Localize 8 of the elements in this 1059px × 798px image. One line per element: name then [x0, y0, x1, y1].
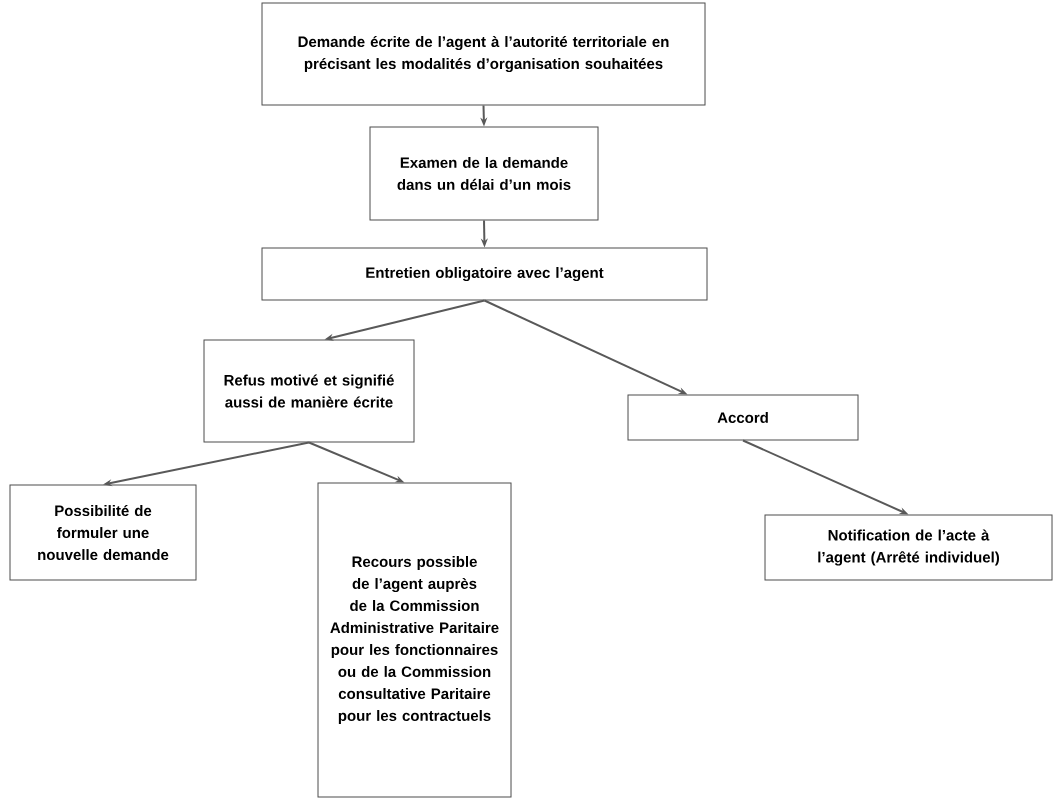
process-box: Recours possible de l’agent auprès de la Commission Administrative Paritaire pour les fonctionnaires ou de la Commission consultative Paritaire pour les contractuels: [317, 482, 512, 798]
process-box: Accord: [627, 394, 859, 441]
process-box: Notification de l’acte à l’agent (Arrêté individuel): [764, 514, 1053, 581]
process-box: Refus motivé et signifié aussi de manière écrite: [203, 339, 415, 443]
process-box: Demande écrite de l’agent à l’autorité territoriale en précisant les modalités d’organisation souhaitées: [261, 2, 706, 106]
process-box: Entretien obligatoire avec l’agent: [261, 247, 708, 301]
process-box: Examen de la demande dans un délai d’un mois: [369, 126, 599, 221]
process-box: Possibilité de formuler une nouvelle demande: [9, 484, 197, 581]
